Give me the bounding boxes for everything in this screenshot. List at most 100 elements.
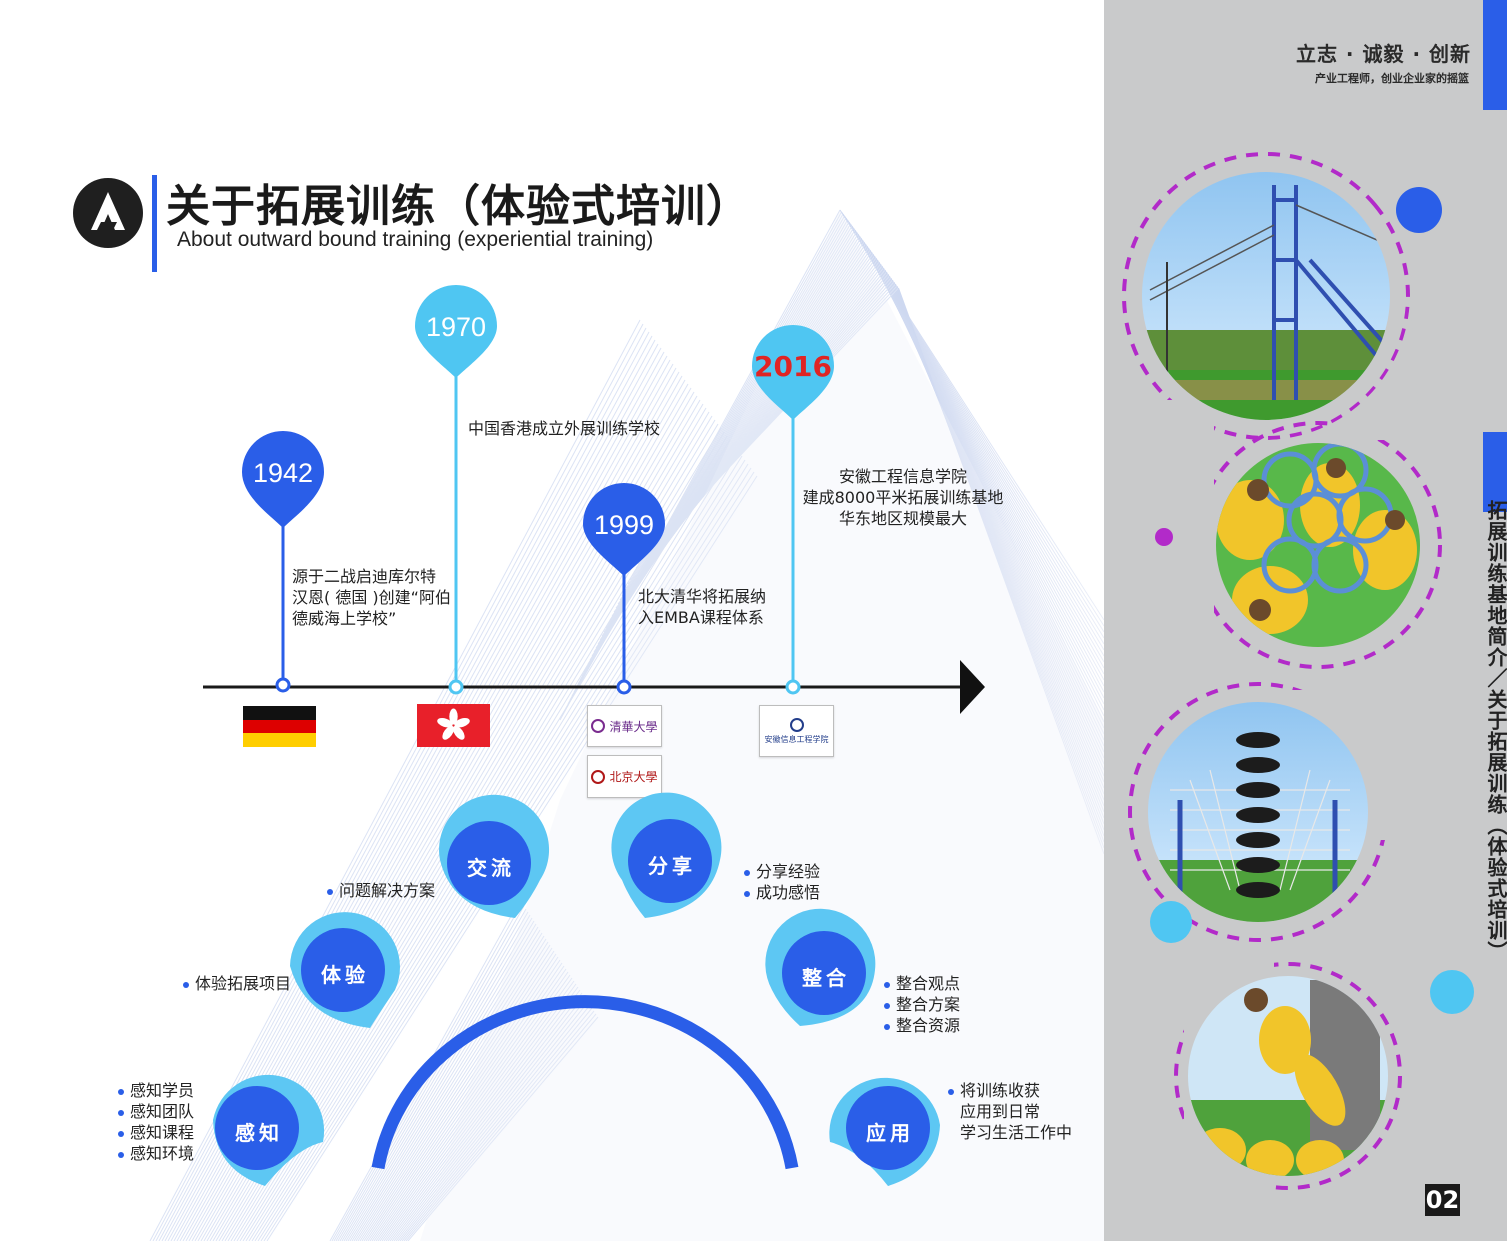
bubble-zhenghe	[765, 908, 876, 1026]
peking-logo: 北京大學	[587, 755, 662, 798]
desc-line: 德威海上学校”	[292, 609, 397, 628]
mesh-line	[345, 923, 537, 1241]
list-item: 成功感悟	[744, 882, 820, 903]
mesh-line	[635, 285, 898, 569]
mesh-line	[629, 279, 893, 581]
mesh-line	[898, 287, 1104, 855]
bubble-jiaoliu	[439, 794, 550, 918]
motto: 立志 · 诚毅 · 创新	[1295, 42, 1471, 66]
mesh-line	[357, 941, 549, 1241]
list-item: 应用到日常	[960, 1102, 1041, 1121]
mesh-line	[385, 983, 577, 1241]
a-logo-icon	[91, 192, 125, 230]
mesh-line	[375, 968, 567, 1241]
bubble-yingyong	[829, 1077, 940, 1186]
mesh-line	[637, 287, 899, 565]
decor-dot	[1150, 901, 1192, 943]
photo-column	[1104, 152, 1474, 1190]
timeline-graphic	[203, 285, 985, 714]
desc-line: 入EMBA课程体系	[638, 608, 764, 627]
mesh-line	[377, 971, 569, 1241]
list-yingyong: 将训练收获 应用到日常 学习生活工作中	[948, 1080, 1072, 1143]
tsinghua-logo: 清華大學	[587, 705, 662, 747]
list-item: 体验拓展项目	[183, 973, 291, 994]
list-item: 整合资源	[884, 1015, 960, 1036]
year-2016: 2016	[754, 350, 832, 383]
bubble-ganzhi	[213, 1074, 325, 1186]
mesh-line	[359, 944, 551, 1241]
mesh-line	[383, 980, 575, 1241]
mesh-line	[387, 986, 579, 1241]
desc-line: 建成8000平米拓展训练基地	[802, 488, 1004, 507]
dashed-ring	[1174, 962, 1402, 1190]
dashed-ring	[1122, 152, 1410, 440]
list-item: 感知课程	[118, 1122, 194, 1143]
list-fenxiang: 分享经验 成功感悟	[744, 861, 820, 903]
desc-line: 北大清华将拓展纳	[638, 587, 767, 606]
pin-1970	[415, 285, 497, 378]
desc-line: 中国香港成立外展训练学校	[468, 419, 661, 438]
mesh-line	[347, 926, 539, 1241]
wall-climb-photo	[1188, 976, 1388, 1176]
cycle-graphic	[213, 792, 940, 1186]
mesh-line	[365, 953, 557, 1241]
mesh-line	[397, 1001, 589, 1241]
cycle-label-yingyong: 应用	[866, 1121, 914, 1145]
list-item: 整合方案	[884, 994, 960, 1015]
year-1942: 1942	[252, 458, 314, 488]
mesh-line	[381, 977, 573, 1241]
peking-seal-icon	[591, 769, 606, 784]
tire-ring-team-photo	[1216, 443, 1420, 647]
mesh-line	[353, 935, 545, 1241]
page-title: 关于拓展训练（体验式培训）	[166, 181, 751, 232]
bubble-fenxiang	[611, 792, 722, 918]
sidebar-accent-mid	[1483, 432, 1507, 512]
mesh-line	[399, 1004, 591, 1241]
desc-line: 华东地区规模最大	[838, 509, 967, 528]
title-accent-bar	[152, 175, 157, 272]
tsinghua-seal-icon	[591, 719, 606, 733]
decor-dot	[1396, 187, 1442, 233]
axis-dot-1942	[275, 677, 291, 693]
sidebar-accent-top	[1483, 0, 1507, 110]
page-subtitle: About outward bound training (experienti…	[177, 228, 654, 251]
section-title-vertical: 拓展训练基地简介／关于拓展训练（体验式培训）	[1484, 500, 1507, 962]
decor-dot	[1155, 528, 1173, 546]
mesh-line	[355, 938, 547, 1241]
mesh-line	[401, 1007, 593, 1241]
list-item: 分享经验	[744, 861, 820, 882]
mesh-line	[625, 275, 890, 589]
high-ropes-tower-photo	[1142, 172, 1390, 420]
list-tiyan: 体验拓展项目	[183, 973, 291, 994]
mesh-line	[407, 1016, 599, 1241]
mesh-line	[631, 281, 895, 577]
logo-text: 北京大學	[609, 770, 658, 784]
ahiit-logo: 安徽信息工程学院	[759, 705, 834, 757]
pin-2016	[752, 325, 834, 420]
tire-net-climb-photo	[1148, 702, 1368, 922]
mesh-line	[633, 283, 896, 573]
desc-line: 源于二战启迪库尔特	[292, 567, 437, 586]
decor-dot	[1430, 970, 1474, 1014]
bubble-tiyan	[290, 912, 400, 1028]
mesh-line	[395, 998, 587, 1241]
list-jiaoliu: 问题解决方案	[327, 880, 435, 901]
list-item: 将训练收获	[948, 1080, 1072, 1101]
list-item: 感知环境	[118, 1143, 194, 1164]
arc-ring	[371, 995, 799, 1170]
germany-flag-icon	[243, 706, 316, 747]
logo-badge	[73, 178, 143, 248]
hong-kong-flag-icon	[417, 704, 490, 747]
axis-dot-1970	[448, 679, 464, 695]
cycle-label-ganzhi: 感知	[235, 1121, 283, 1145]
pin-1999	[583, 482, 665, 576]
timeline-desc-1942: 源于二战启迪库尔特 汉恩( 德国 )创建“阿伯 德威海上学校”	[292, 566, 451, 629]
mesh-line	[343, 920, 535, 1241]
pin-1942	[242, 431, 324, 528]
list-ganzhi: 感知学员 感知团队 感知课程 感知环境	[118, 1080, 194, 1164]
axis-dot-1999	[616, 679, 632, 695]
logo-text: 清華大學	[609, 719, 658, 734]
mesh-line	[389, 989, 581, 1241]
mesh-line	[361, 947, 553, 1241]
